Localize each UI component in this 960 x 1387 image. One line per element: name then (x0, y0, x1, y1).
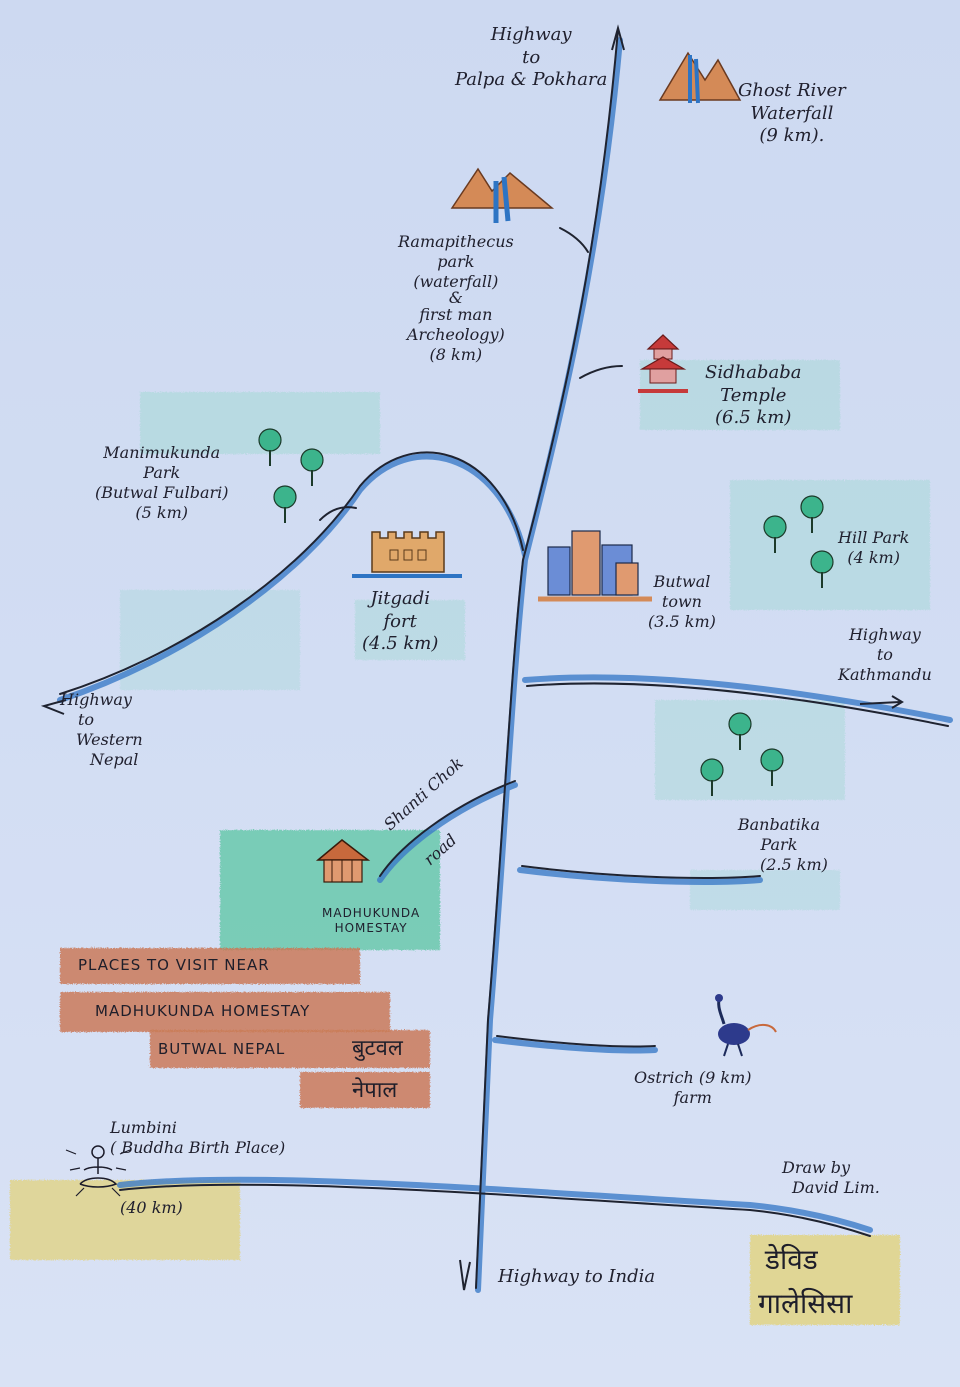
orange-banner-4 (300, 1072, 430, 1108)
jitgadi-line: Jitgadi (370, 588, 431, 609)
ostrich-line: Ostrich (9 km) (634, 1068, 752, 1087)
teal-shading-hillpark (730, 480, 930, 610)
ramapithecus-line: park (437, 252, 475, 271)
ramapithecus-line: first man (419, 304, 493, 324)
signature-nepali-1: डेविड (765, 1243, 818, 1276)
highway-west-line: to (78, 710, 95, 729)
highway-east-label: Highway to Kathmandu (838, 625, 932, 685)
ramapithecus-line: (8 km) (429, 344, 483, 364)
jitgadi-line: fort (383, 610, 417, 632)
ramapithecus-line: & (448, 288, 463, 307)
lumbini-line: (40 km) (120, 1198, 183, 1217)
signature-line: Draw by (782, 1158, 851, 1177)
highway-north-line: Palpa & Pokhara (455, 69, 608, 90)
highway-west-line: Nepal (90, 750, 139, 769)
homestay-line: HOMESTAY (334, 921, 408, 935)
butwal-town-label: Butwal town (3.5 km) (648, 572, 716, 632)
manimukunda-line: (5 km) (135, 503, 189, 522)
orange-banner-1 (60, 948, 360, 984)
butwal-town-line: town (661, 592, 702, 611)
banbatika-line: Banbatika (737, 815, 821, 834)
jitgadi-line: (4.5 km) (362, 633, 439, 654)
mountain-waterfall-icon (450, 167, 555, 223)
tree-icon (258, 428, 834, 796)
manimukunda-label: Manimukunda Park (Butwal Fulbari) (5 km) (95, 443, 228, 523)
north-arrow-icon (611, 24, 625, 51)
teal-shading-west (120, 590, 300, 690)
lumbini-line: Lumbini (110, 1118, 177, 1137)
jitgadi-label: Jitgadi fort (4.5 km) (362, 588, 438, 656)
highway-north-line: Highway (490, 24, 572, 45)
siddhababa-line: (6.5 km) (715, 407, 792, 428)
hill-park-line: (4 km) (847, 548, 900, 567)
highway-north-label: Highway to Palpa & Pokhara (455, 24, 607, 92)
fort-icon (352, 531, 462, 578)
title-line-1: PLACES TO VISIT NEAR (78, 956, 270, 974)
teal-shading-banbatika (655, 700, 845, 800)
manimukunda-line: (Butwal Fulbari) (95, 483, 229, 502)
title-line-2: MADHUKUNDA HOMESTAY (95, 1002, 311, 1020)
east-arrow-icon (859, 695, 904, 709)
highway-west-line: Western (76, 730, 143, 749)
ramapithecus-line: Ramapithecus (398, 232, 514, 251)
ghost-river-line: Waterfall (750, 102, 834, 124)
manimukunda-line: Manimukunda (103, 443, 221, 462)
teal-shading-banbatika-lower (690, 870, 840, 910)
ghost-river-line: (9 km). (759, 125, 825, 146)
ramapithecus-label: Ramapithecus park (waterfall) & first ma… (398, 232, 514, 365)
homestay-line: MADHUKUNDA (322, 906, 421, 920)
siddhababa-line: Temple (720, 384, 787, 406)
siddhababa-label: Sidhababa Temple (6.5 km) (705, 362, 801, 430)
highway-east-line: Highway (848, 625, 921, 644)
roads (57, 29, 953, 1293)
title-line-3: BUTWAL NEPAL (158, 1040, 286, 1058)
ostrich-line: farm (673, 1088, 712, 1107)
orange-banner-2 (60, 992, 390, 1032)
siddhababa-line: Sidhababa (705, 362, 802, 383)
ghost-river-label: Ghost River Waterfall (9 km). (738, 80, 846, 148)
butwal-town-line: (3.5 km) (648, 612, 716, 631)
highway-west-line: Highway (60, 690, 132, 709)
south-arrow-icon (459, 1259, 471, 1291)
banbatika-label: Banbatika Park (2.5 km) (730, 815, 828, 875)
hill-park-label: Hill Park (4 km) (838, 528, 909, 568)
signature-line: David Lim. (792, 1178, 880, 1197)
title-nepali-2: नेपाल (352, 1078, 398, 1103)
crayon-shading (10, 360, 930, 1325)
lumbini-line: ( Buddha Birth Place) (110, 1138, 286, 1157)
orange-banner-3 (150, 1030, 430, 1068)
mountain-waterfall-icon (658, 51, 742, 104)
hut-icon (315, 839, 371, 883)
ghost-river-line: Ghost River (738, 80, 846, 101)
highway-west-label: Highway to Western Nepal (60, 690, 143, 770)
highway-north-line: to (522, 46, 541, 68)
homestay-label: MADHUKUNDA HOMESTAY (322, 906, 420, 936)
ramapithecus-line: (waterfall) (413, 272, 499, 291)
manimukunda-line: Park (143, 463, 181, 482)
title-nepali-1: बुटवल (352, 1036, 403, 1061)
signature-english: Draw by David Lim. (782, 1158, 880, 1198)
highway-south-label: Highway to India (498, 1266, 656, 1287)
yellow-shading-lumbini (10, 1180, 240, 1260)
lumbini-label: Lumbini ( Buddha Birth Place) (40 km) (110, 1118, 285, 1218)
butwal-town-line: Butwal (653, 572, 711, 591)
highway-east-line: to (876, 645, 893, 664)
hill-park-line: Hill Park (838, 528, 910, 547)
pagoda-temple-icon (638, 334, 688, 393)
west-arrow-icon (40, 699, 67, 715)
city-buildings-icon (538, 530, 652, 602)
highway-east-line: Kathmandu (838, 665, 932, 684)
teal-shading-jitgadi (355, 600, 465, 660)
banbatika-line: (2.5 km) (760, 855, 828, 874)
yellow-shading-signature (750, 1235, 900, 1325)
ostrich-icon (715, 994, 777, 1057)
banbatika-line: Park (760, 835, 798, 854)
signature-nepali-2: गालेसिसा (758, 1287, 853, 1320)
ostrich-label: Ostrich (9 km) farm (634, 1068, 752, 1108)
compass-arrows (40, 24, 904, 1291)
ramapithecus-line: Archeology) (406, 324, 505, 344)
buddha-icon (65, 1145, 131, 1197)
